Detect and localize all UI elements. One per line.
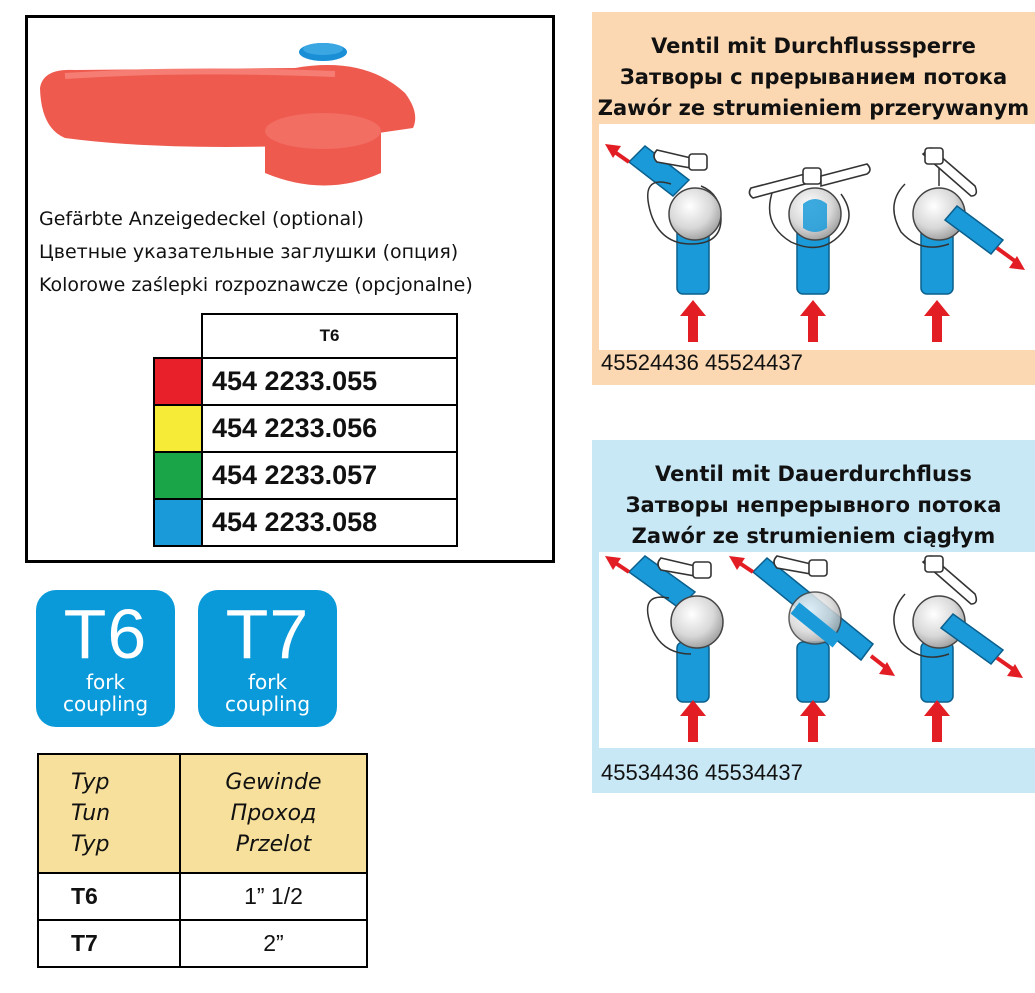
cap-color-table: T6 454 2233.055 454 2233.056 454 2233.05…	[153, 313, 458, 547]
caps-line-pl: Kolorowe zaślepki rozpoznawcze (opcjonal…	[39, 274, 473, 296]
blue-swatch	[153, 498, 203, 547]
panel-title: Ventil mit Durchflusssperre Затворы с пр…	[592, 12, 1035, 124]
thread-table: Typ Tun Typ Gewinde Проход Przelot T6 1”…	[37, 753, 368, 968]
red-swatch	[153, 357, 203, 406]
caps-line-ru: Цветные указательные заглушки (опция)	[39, 241, 459, 263]
t6-badge: T6 fork coupling	[36, 590, 175, 727]
thread-cell: 1” 1/2	[179, 872, 368, 921]
green-swatch	[153, 451, 203, 500]
badge-line: coupling	[62, 692, 149, 716]
panel-continuous-flow: Ventil mit Dauerdurchfluss Затворы непре…	[592, 440, 1035, 793]
panel-title-pl: Zawór ze strumieniem ciągłym	[631, 524, 996, 548]
table-row: 454 2233.058	[153, 498, 458, 547]
thread-header: Gewinde Проход Przelot	[179, 753, 368, 874]
type-header-de: Typ	[71, 770, 110, 795]
cap-code: 454 2233.057	[201, 451, 458, 500]
type-cell: T6	[37, 872, 181, 921]
red-cap-image	[40, 43, 416, 186]
table-row: 454 2233.055	[153, 357, 458, 406]
panel-title-de: Ventil mit Dauerdurchfluss	[655, 462, 972, 486]
thread-header-pl: Przelot	[235, 832, 312, 857]
cap-code: 454 2233.058	[201, 498, 458, 547]
type-header: Typ Tun Typ	[37, 753, 181, 874]
panel-title: Ventil mit Dauerdurchfluss Затворы непре…	[592, 440, 1035, 552]
thread-cell: 2”	[179, 919, 368, 968]
cap-code: 454 2233.055	[201, 357, 458, 406]
type-header-ru: Tun	[71, 801, 111, 826]
cap-code: 454 2233.056	[201, 404, 458, 453]
table-header-row: Typ Tun Typ Gewinde Проход Przelot	[37, 753, 368, 874]
panel-title-de: Ventil mit Durchflusssperre	[651, 34, 976, 58]
panel-title-ru: Затворы непрерывного потока	[625, 493, 1002, 517]
yellow-swatch	[153, 404, 203, 453]
valve-diagram-continuous	[599, 552, 1035, 748]
panel-codes: 45534436 45534437	[601, 760, 803, 785]
table-row: T6 1” 1/2	[37, 872, 368, 921]
badge-title: T6	[63, 595, 148, 673]
cap-table-header: T6	[201, 313, 458, 359]
valve-diagram-interrupted	[599, 124, 1035, 350]
thread-header-ru: Проход	[230, 801, 317, 826]
panel-title-pl: Zawór ze strumieniem przerywanym	[597, 96, 1030, 120]
panel-codes: 45524436 45524437	[601, 350, 803, 375]
caps-box: Gefärbte Anzeigedeckel (optional) Цветны…	[25, 15, 555, 563]
panel-title-ru: Затворы с прерыванием потока	[619, 65, 1008, 89]
thread-header-de: Gewinde	[225, 770, 322, 795]
type-header-pl: Typ	[71, 832, 110, 857]
badge-line: coupling	[224, 692, 311, 716]
caps-description: Gefärbte Anzeigedeckel (optional) Цветны…	[39, 203, 473, 302]
panel-interrupted-flow: Ventil mit Durchflusssperre Затворы с пр…	[592, 12, 1035, 385]
table-row: T7 2”	[37, 919, 368, 968]
table-row: 454 2233.056	[153, 404, 458, 453]
caps-line-de: Gefärbte Anzeigedeckel (optional)	[39, 208, 364, 230]
badge-line: fork	[247, 670, 288, 694]
t7-badge: T7 fork coupling	[198, 590, 337, 727]
table-row: 454 2233.057	[153, 451, 458, 500]
badge-line: fork	[85, 670, 126, 694]
badge-title: T7	[225, 595, 310, 673]
type-cell: T7	[37, 919, 181, 968]
